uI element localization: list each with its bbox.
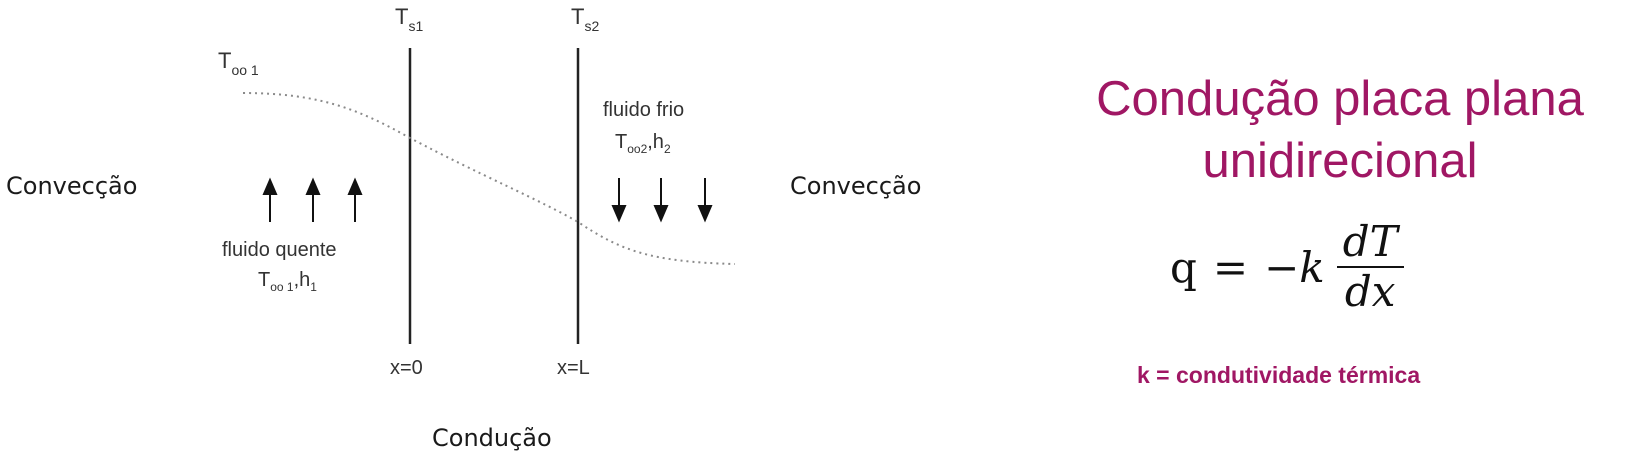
formula-numerator: dT bbox=[1342, 217, 1398, 266]
down-arrow-icon bbox=[653, 205, 669, 223]
x-l-label: x=L bbox=[557, 357, 590, 379]
up-arrow-icon bbox=[347, 177, 363, 195]
fourier-law-formula: q = −k dT dx bbox=[1170, 218, 1404, 316]
hot-fluid-params: Too 1,h1 bbox=[258, 269, 317, 294]
hot-fluid-arrows bbox=[262, 177, 363, 222]
cold-fluid-params: Too2,h2 bbox=[615, 131, 671, 156]
hot-fluid-label: fluido quente bbox=[222, 239, 337, 261]
formula-equals: = bbox=[1212, 242, 1249, 292]
formula-fraction: dT dx bbox=[1336, 217, 1404, 316]
t-s2-label: Ts2 bbox=[571, 4, 599, 34]
up-arrow-icon bbox=[262, 177, 278, 195]
conduction-label: Condução bbox=[432, 424, 552, 452]
up-arrow-icon bbox=[305, 177, 321, 195]
cold-fluid-label: fluido frio bbox=[603, 99, 684, 121]
slide-title: Condução placa plana unidirecional bbox=[1096, 72, 1584, 188]
left-convection-label: Convecção bbox=[6, 172, 137, 200]
down-arrow-icon bbox=[697, 205, 713, 223]
t-infinity-1-label: Too 1 bbox=[218, 48, 259, 78]
t-s1-label: Ts1 bbox=[395, 4, 423, 34]
right-convection-label: Convecção bbox=[790, 172, 921, 200]
formula-lhs: q bbox=[1170, 242, 1197, 292]
fraction-bar bbox=[1336, 266, 1404, 268]
x-zero-label: x=0 bbox=[390, 357, 423, 379]
heat-transfer-diagram: Ts1 Ts2 Too 1 fluido quente Too 1,h1 flu… bbox=[6, 4, 921, 452]
formula-denominator: dx bbox=[1344, 267, 1396, 316]
conductivity-note: k = condutividade térmica bbox=[1137, 362, 1421, 388]
down-arrow-icon bbox=[611, 205, 627, 223]
cold-fluid-arrows bbox=[611, 178, 713, 223]
formula-coefficient: −k bbox=[1264, 242, 1325, 292]
